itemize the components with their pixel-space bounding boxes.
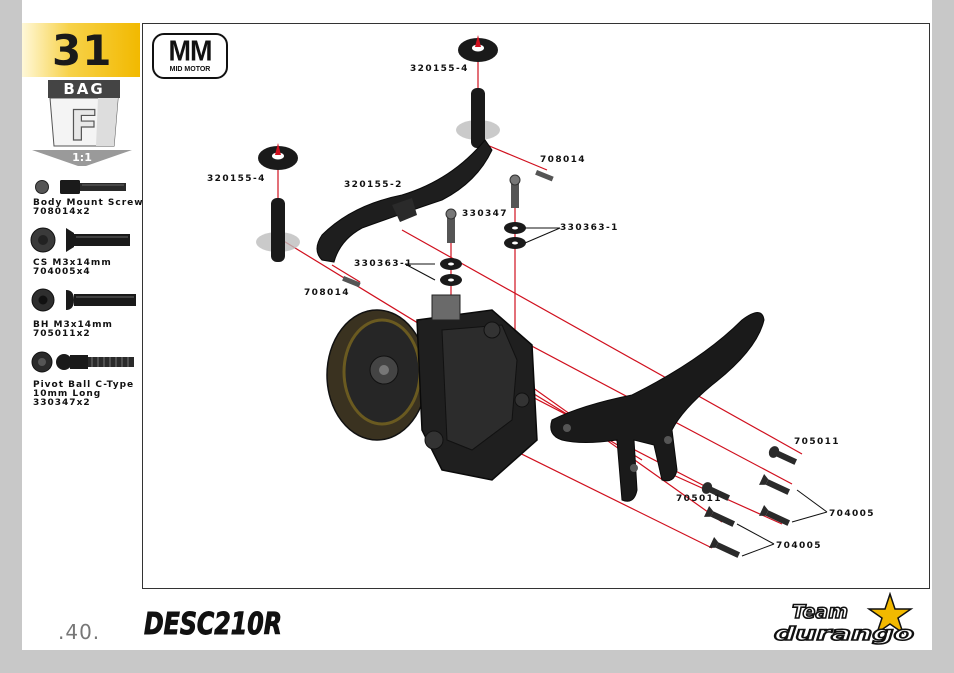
callout-708014-right: 708014: [540, 155, 586, 165]
tower-screws: [701, 446, 798, 558]
assembly-drawing: [256, 35, 828, 558]
callout-705011-upper: 705011: [794, 437, 840, 447]
body-mount-screw-icon: [35, 180, 126, 194]
callout-330363-1-left: 330363-1: [354, 259, 413, 269]
part-code-330347: 330347x2: [33, 398, 91, 408]
callout-705011-lower: 705011: [676, 494, 722, 504]
desc210r-logo-text: DESC210R: [144, 607, 282, 640]
step-number: 31: [52, 26, 113, 75]
guide-lines: [277, 50, 803, 549]
team-durango-logo: Team durango: [773, 592, 915, 646]
part-code-708014: 708014x2: [33, 207, 91, 217]
bag-icon: F: [49, 98, 119, 148]
part-name-cs-screw: CS M3x14mm: [33, 258, 112, 268]
manual-page: 31 BAG F 1:1 Body Mount Screw 708014x2 C…: [22, 0, 932, 650]
callout-320155-4-top: 320155-4: [410, 64, 469, 74]
callout-leaders: [404, 227, 828, 557]
mid-motor-badge-sub: MID MOTOR: [169, 66, 211, 73]
desc210r-logo: DESC210R: [144, 607, 283, 641]
part-length-pivot-ball: 10mm Long: [33, 389, 102, 399]
callout-704005-lower: 704005: [776, 541, 822, 551]
mid-motor-badge-main: MM: [168, 35, 213, 67]
callout-320155-2: 320155-2: [344, 180, 403, 190]
callout-330347: 330347: [462, 209, 508, 219]
part-name-body-mount-screw: Body Mount Screw: [33, 198, 144, 208]
part-code-705011: 705011x2: [33, 329, 91, 339]
body-mount-assembly: [256, 88, 500, 263]
page-number: .40.: [58, 620, 101, 644]
cs-screw-icon: [30, 227, 130, 253]
shock-tower: [550, 312, 765, 502]
transmission-assembly: [326, 294, 538, 481]
body-clip-left: [258, 143, 298, 170]
callout-320155-4-left: 320155-4: [207, 174, 266, 184]
pivot-balls-washers: [440, 174, 526, 286]
body-clip-top: [458, 35, 498, 62]
part-name-bh-screw: BH M3x14mm: [33, 320, 113, 330]
bag-label: BAG: [48, 80, 120, 98]
pivot-ball-icon: [31, 351, 134, 373]
body-mount-screws: [342, 169, 554, 288]
team-logo-line2: durango: [774, 623, 914, 645]
scale-arrow-icon: [32, 150, 132, 166]
part-code-704005: 704005x4: [33, 267, 91, 277]
bh-screw-icon: [31, 288, 136, 312]
callout-708014-left: 708014: [304, 288, 350, 298]
part-name-pivot-ball: Pivot Ball C-Type: [33, 380, 135, 390]
callout-330363-1-right: 330363-1: [560, 223, 619, 233]
mid-motor-badge: MM MID MOTOR: [152, 33, 228, 79]
bag-letter: F: [70, 101, 99, 148]
assembly-frame: [142, 23, 930, 589]
callout-704005-upper: 704005: [829, 509, 875, 519]
team-logo-line1: Team: [792, 601, 848, 623]
scale-label: 1:1: [72, 151, 92, 164]
step-number-box: [22, 23, 140, 77]
